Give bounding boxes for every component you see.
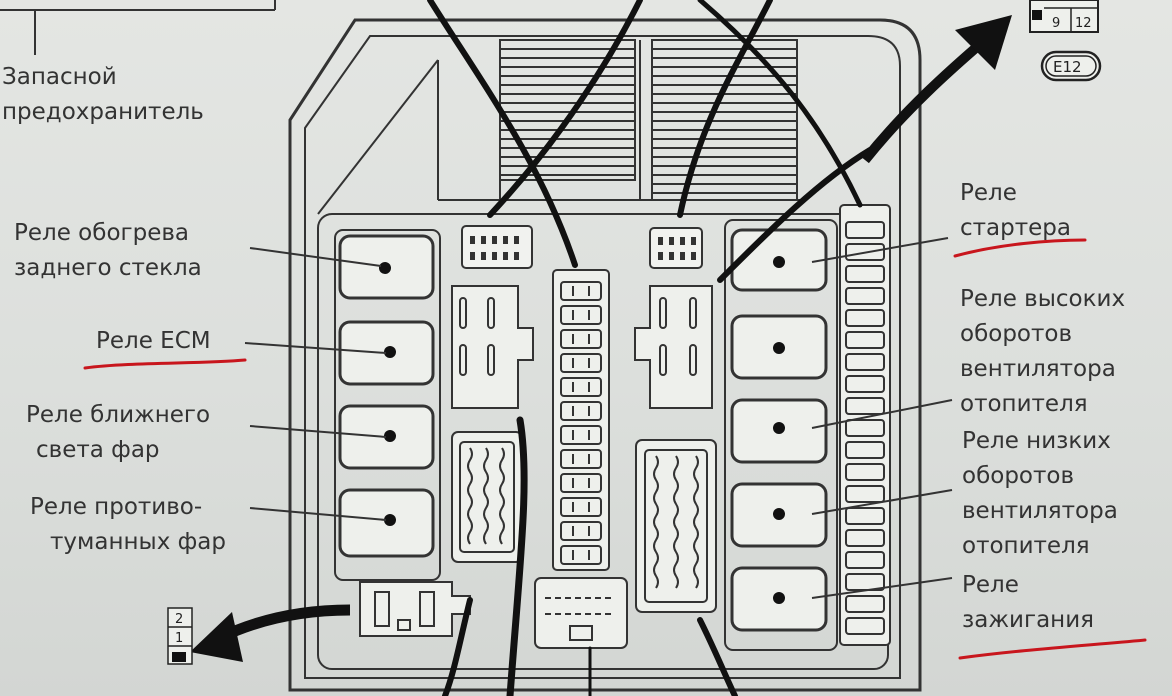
connector-code-badge: 9 12 E12 — [1029, 0, 1102, 82]
label-line: оборотов — [960, 321, 1073, 347]
label-rear-defogger-relay: Реле обогрева заднего стекла — [14, 216, 250, 286]
label-line: света фар — [36, 437, 160, 463]
connector-icon — [635, 439, 717, 613]
fuse-icon — [845, 485, 885, 503]
relay-icon — [730, 482, 828, 548]
pin-diagram-bottom: 2 1 — [167, 607, 193, 665]
fuse-icon — [845, 463, 885, 481]
fuse-icon — [845, 331, 885, 349]
pin-number-1: 1 — [175, 631, 183, 646]
left-relay-column — [334, 229, 441, 581]
label-line: предохранитель — [2, 99, 204, 125]
fuse-icon — [845, 529, 885, 547]
label-leaders — [244, 237, 953, 599]
label-line: зажигания — [962, 607, 1094, 633]
label-line: вентилятора — [960, 356, 1116, 382]
fuse-icon — [845, 595, 885, 613]
label-line: Запасной — [2, 64, 117, 90]
label-line: заднего стекла — [14, 255, 202, 281]
fuse-icon — [845, 265, 885, 283]
fuse-icon — [845, 441, 885, 459]
fuse-icon — [845, 375, 885, 393]
label-line: туманных фар — [50, 529, 226, 555]
label-line: отопителя — [960, 391, 1088, 417]
label-low-beam-relay: Реле ближнего света фар — [26, 398, 210, 468]
relay-icon — [338, 320, 435, 386]
relay-icon — [338, 404, 435, 470]
fuse-icon — [845, 617, 885, 635]
label-line: Реле низких — [962, 428, 1111, 454]
fuse-icon — [560, 377, 602, 397]
label-line: вентилятора — [962, 498, 1118, 524]
fuse-icon — [560, 401, 602, 421]
fuse-icon — [845, 419, 885, 437]
label-line: Реле противо- — [30, 494, 203, 520]
hatched-blocks — [499, 39, 798, 201]
fuse-icon — [560, 449, 602, 469]
label-line: Реле ближнего — [26, 402, 211, 428]
fuse-icon — [560, 353, 602, 373]
fuse-icon — [560, 521, 602, 541]
fuse-icon — [560, 545, 602, 565]
fuse-icon — [560, 425, 602, 445]
label-line: Реле обогрева — [14, 220, 189, 246]
fuse-icon — [560, 329, 602, 349]
label-line: Реле ECM — [96, 328, 211, 354]
label-line: Реле высоких — [960, 286, 1126, 312]
label-ignition-relay: Реле зажигания — [962, 568, 1094, 638]
connector-icon — [451, 285, 534, 409]
fuse-icon — [845, 221, 885, 239]
fuse-icon — [845, 397, 885, 415]
relay-icon — [730, 398, 828, 464]
relay-icon — [730, 566, 828, 632]
fuse-icon — [560, 305, 602, 325]
relay-icon — [338, 234, 435, 300]
label-line: Реле — [962, 572, 1019, 598]
connector-icon — [534, 577, 628, 649]
fuse-icon — [845, 287, 885, 305]
connector-code: E12 — [1053, 58, 1082, 76]
arrow-icon — [190, 604, 351, 662]
label-line: Реле — [960, 180, 1017, 206]
fuse-icon — [560, 473, 602, 493]
label-line: отопителя — [962, 533, 1090, 559]
label-fog-lamp-relay: Реле противо- туманных фар — [30, 490, 226, 560]
label-blower-high-relay: Реле высоких оборотов вентилятора отопит… — [960, 282, 1125, 422]
connector-icon — [451, 431, 523, 563]
leader-curves — [427, 0, 873, 696]
fuse-icon — [845, 309, 885, 327]
fuse-icon — [560, 281, 602, 301]
pin-number-2: 2 — [175, 612, 183, 627]
red-underlines — [83, 238, 1147, 660]
label-line: стартера — [960, 215, 1071, 241]
right-relay-column — [724, 219, 838, 651]
corner-frame — [0, 0, 276, 55]
pin-number-9: 9 — [1052, 16, 1060, 31]
fuse-strip-right — [839, 204, 891, 646]
small-connector-right — [649, 227, 703, 269]
fuse-column-center — [552, 269, 610, 571]
relay-icon — [730, 314, 828, 380]
fuse-icon — [560, 497, 602, 517]
arrow-icon — [861, 15, 1012, 164]
fuse-icon — [845, 353, 885, 371]
connector-icon — [634, 285, 713, 409]
label-spare-fuse: Запасной предохранитель — [2, 60, 204, 130]
label-blower-low-relay: Реле низких оборотов вентилятора отопите… — [962, 424, 1118, 564]
pin-number-12: 12 — [1075, 16, 1092, 31]
label-ecm-relay: Реле ECM — [96, 324, 211, 359]
relay-icon — [730, 228, 828, 292]
fuse-icon — [845, 551, 885, 569]
connector-icon — [359, 581, 471, 637]
label-line: оборотов — [962, 463, 1075, 489]
label-starter-relay: Реле стартера — [960, 176, 1071, 246]
relay-icon — [338, 488, 435, 558]
fuse-icon — [845, 507, 885, 525]
small-connector-left — [461, 225, 533, 269]
